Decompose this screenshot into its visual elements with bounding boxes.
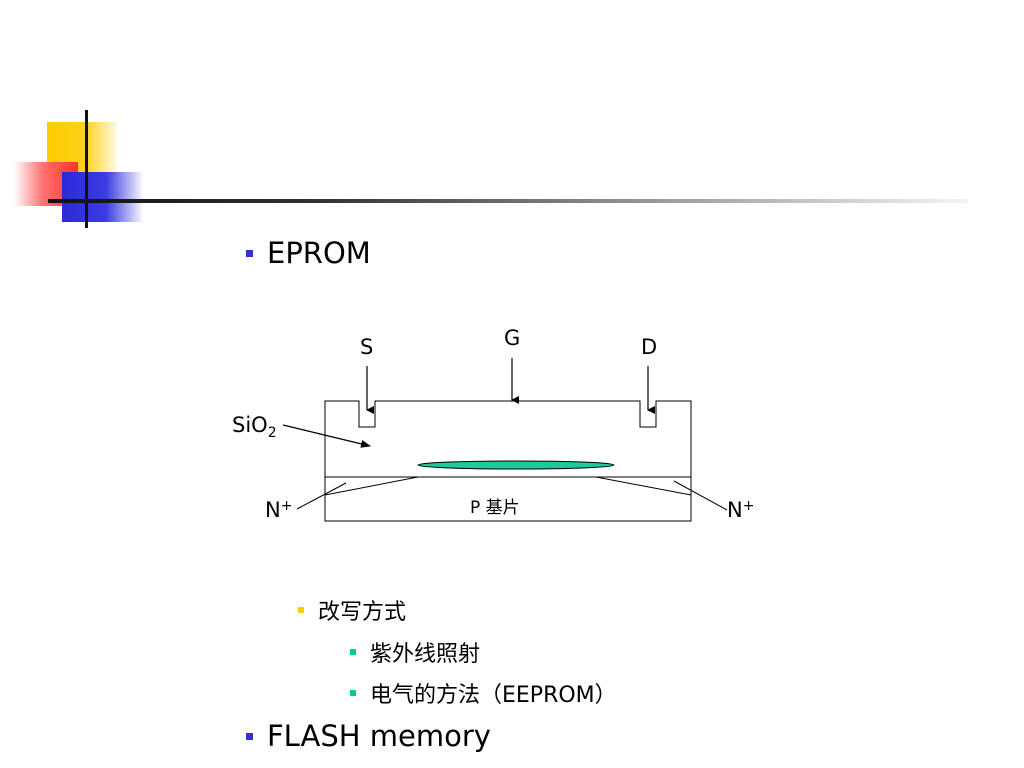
bullet-uv-exposure: 紫外线照射 <box>350 636 480 668</box>
label-drain: D <box>641 335 657 359</box>
n-plus-right-boundary <box>595 476 692 496</box>
label-sio2: SiO2 <box>232 413 277 441</box>
label-p-substrate: P 基片 <box>470 498 520 518</box>
bullet-eprom-text: EPROM <box>267 236 371 270</box>
n-plus-left-boundary <box>324 476 419 496</box>
label-n-plus-right: N+ <box>727 498 754 522</box>
title-divider-line <box>48 199 968 203</box>
n-plus-right-pointer <box>673 480 728 511</box>
n-plus-left-pointer <box>296 482 347 510</box>
bullet-square-icon <box>246 732 253 740</box>
bullet-flash-text: FLASH memory <box>267 719 491 753</box>
label-gate: G <box>504 326 520 350</box>
bullet-square-icon <box>350 649 356 655</box>
bullet-flash: FLASH memory <box>246 719 491 753</box>
bullet-electrical: 电气的方法（EEPROM） <box>350 677 617 709</box>
bullet-uv-exposure-text: 紫外线照射 <box>370 642 481 667</box>
label-source: S <box>360 335 373 359</box>
decor-vertical-line <box>85 110 88 228</box>
bullet-square-icon <box>246 249 253 257</box>
floating-gate <box>417 460 615 470</box>
bullet-electrical-text: 电气的方法（EEPROM） <box>370 683 617 708</box>
bullet-rewrite-method-text: 改写方式 <box>318 600 407 625</box>
label-n-plus-left: N+ <box>265 498 292 522</box>
sio2-pointer-arrow <box>282 424 371 448</box>
bullet-rewrite-method: 改写方式 <box>298 594 406 626</box>
bullet-square-icon <box>298 607 304 613</box>
decor-blue-square <box>62 172 142 222</box>
bullet-square-icon <box>350 690 356 696</box>
bullet-eprom: EPROM <box>246 236 371 270</box>
